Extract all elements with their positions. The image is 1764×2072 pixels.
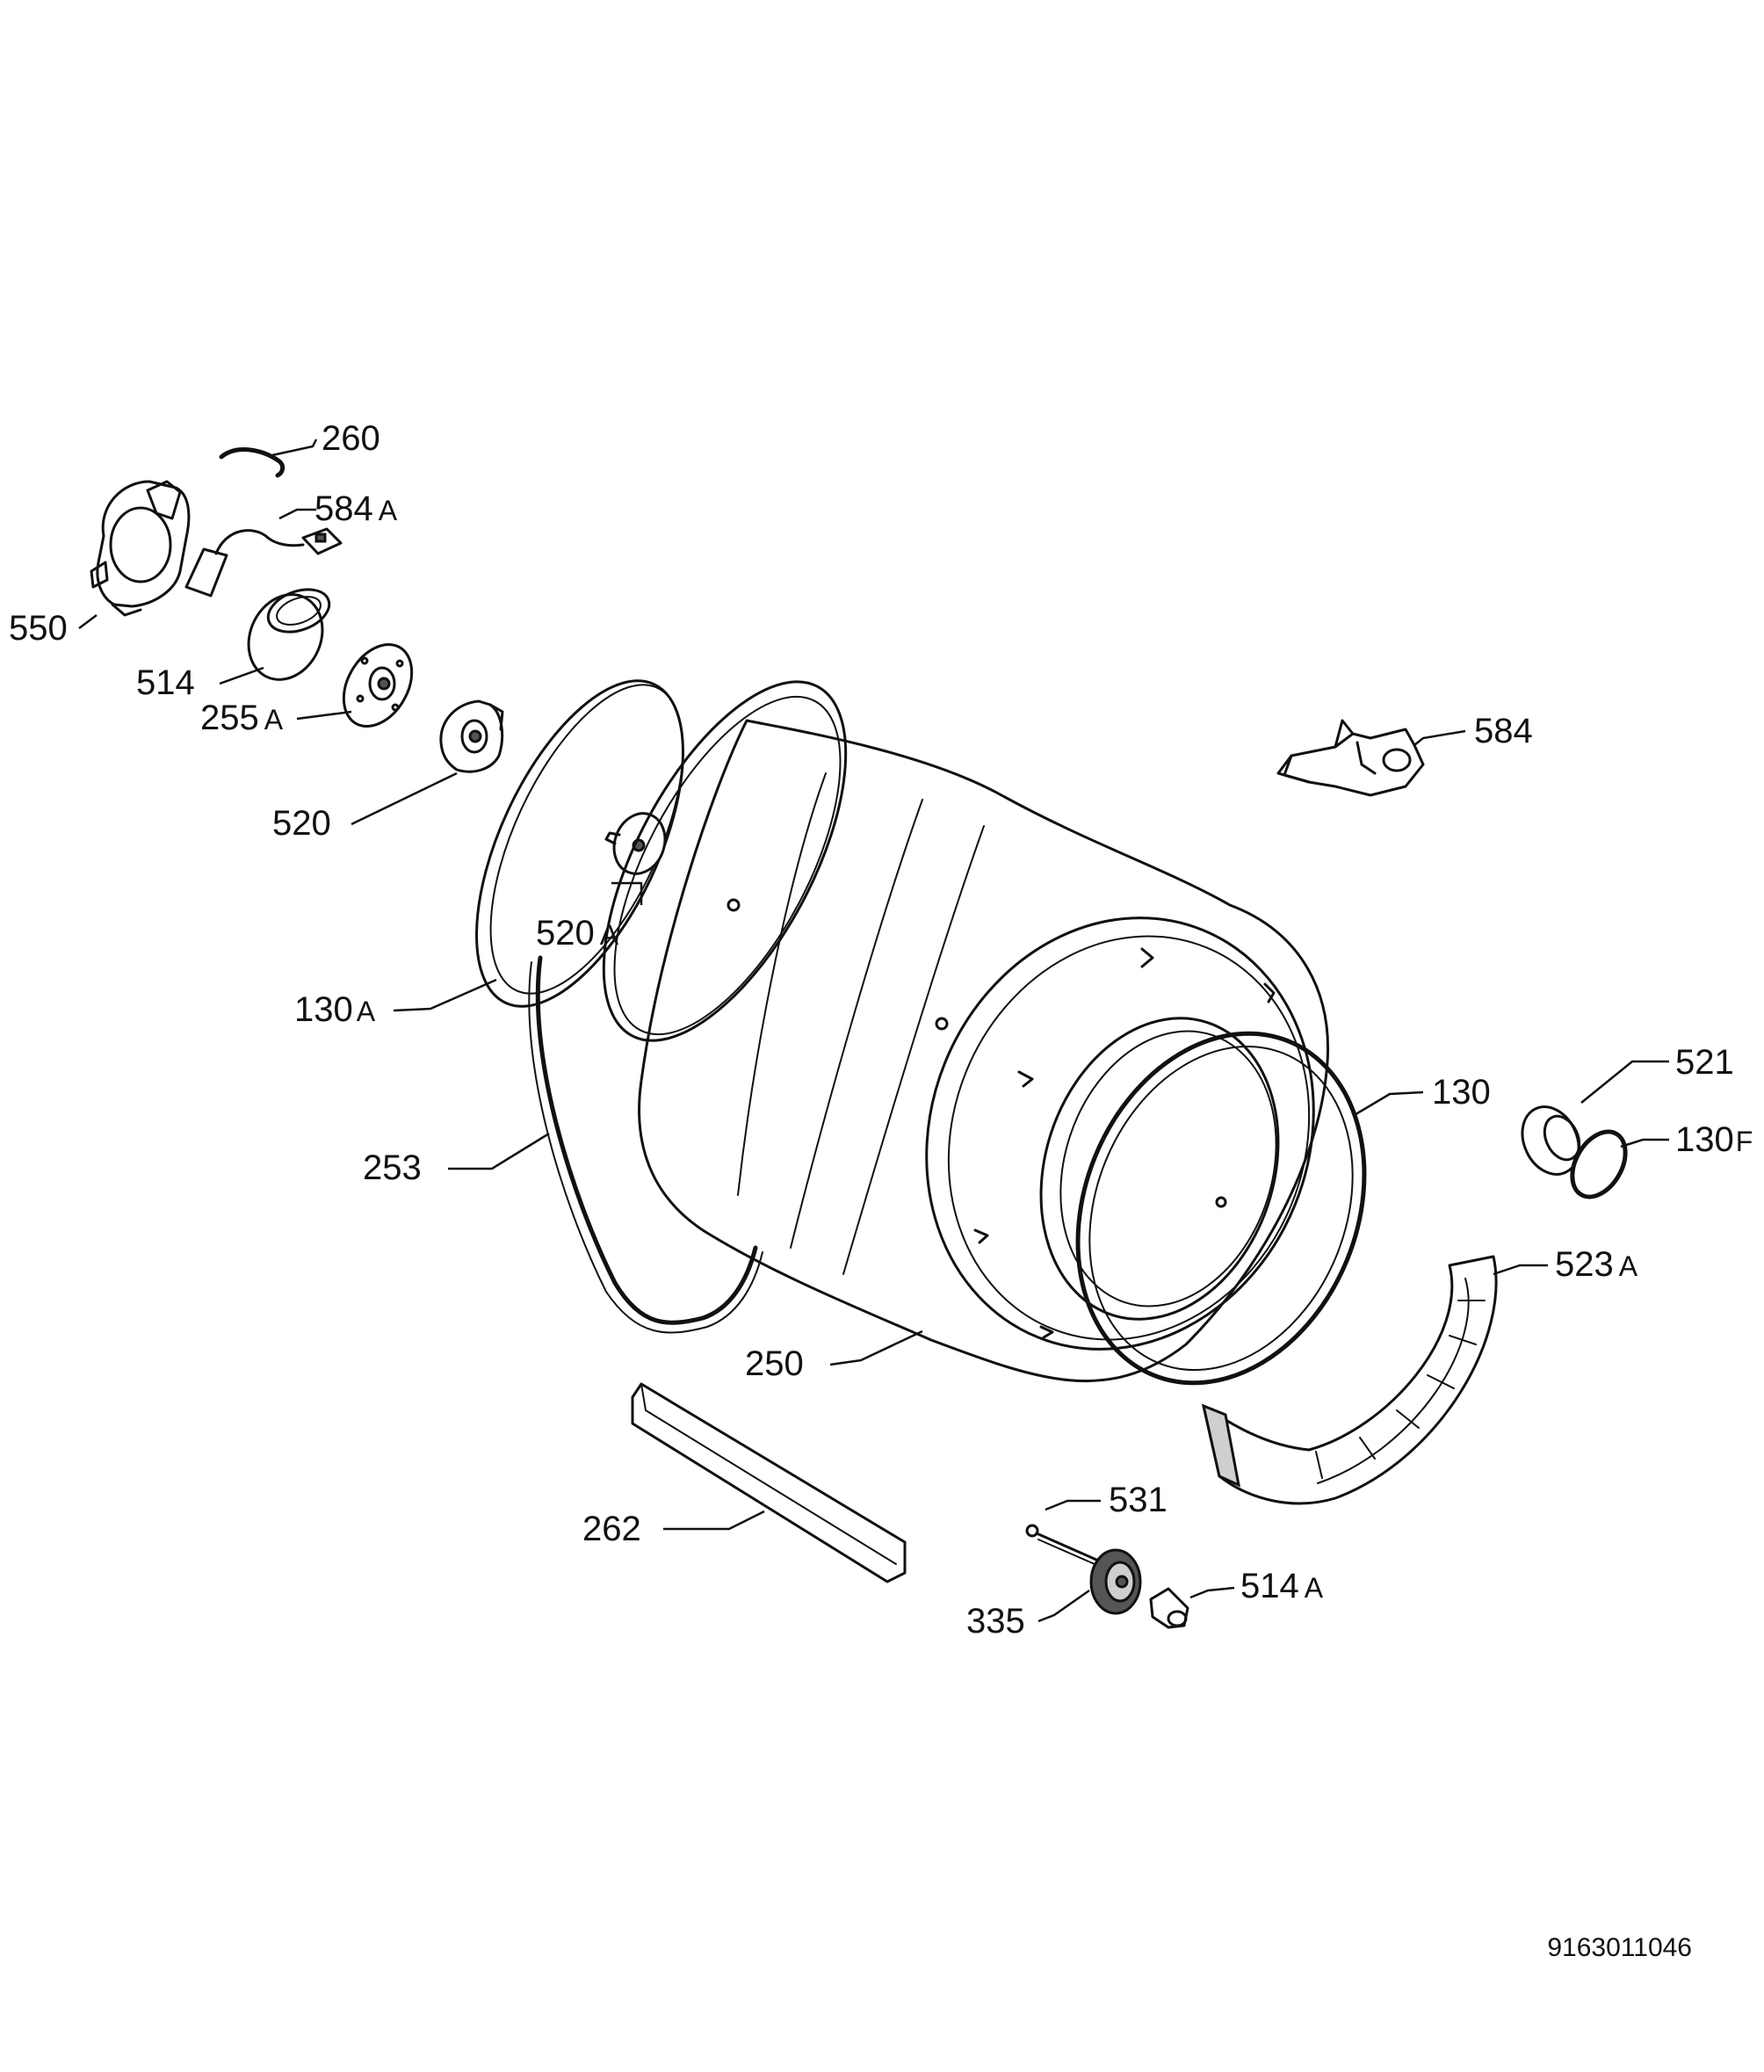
- part-514-bearing-sleeve: [247, 588, 331, 681]
- part-260-wire-clip: [219, 447, 286, 478]
- part-335-roller-wheel: [1089, 1548, 1142, 1615]
- leader-lines: [78, 438, 1669, 1623]
- callout-550: 550: [9, 609, 68, 648]
- part-584-sensor-assembly: [1276, 719, 1425, 797]
- part-521-front-bearing: [1521, 1105, 1581, 1176]
- part-531-pin: [1025, 1524, 1098, 1565]
- callout-262: 262: [582, 1510, 641, 1548]
- document-number: 9163011046: [1547, 1933, 1692, 1962]
- part-262-strip: [631, 1382, 907, 1583]
- part-523A-curved-duct: [1201, 1255, 1498, 1505]
- callout-584: 584: [1474, 712, 1533, 750]
- callout-514: 514: [136, 663, 195, 702]
- callout-260: 260: [322, 419, 380, 458]
- callout-521: 521: [1675, 1043, 1734, 1082]
- part-520A-drum-shaft-hub: [604, 812, 667, 875]
- part-130F-o-ring: [1570, 1129, 1628, 1199]
- part-130-front-seal: [1075, 1031, 1367, 1386]
- callout-130: 130: [1432, 1073, 1491, 1112]
- part-253-drive-belt: [528, 955, 763, 1334]
- callout-250: 250: [745, 1344, 804, 1383]
- callout-335: 335: [966, 1602, 1025, 1641]
- part-584A-sensor-cable: [184, 527, 343, 598]
- part-250-drum: [602, 680, 1329, 1383]
- callout-253: 253: [363, 1148, 422, 1187]
- part-514A-bushing: [1149, 1587, 1189, 1629]
- part-130A-rear-seal: [475, 679, 684, 1008]
- part-255A-bearing-flange: [342, 642, 414, 728]
- callout-531: 531: [1109, 1481, 1168, 1519]
- part-550-sensor-bracket: [90, 480, 191, 617]
- callout-520: 520: [272, 804, 331, 843]
- part-520-bearing-plate: [439, 699, 504, 773]
- callout-130F: 130F: [1675, 1120, 1753, 1159]
